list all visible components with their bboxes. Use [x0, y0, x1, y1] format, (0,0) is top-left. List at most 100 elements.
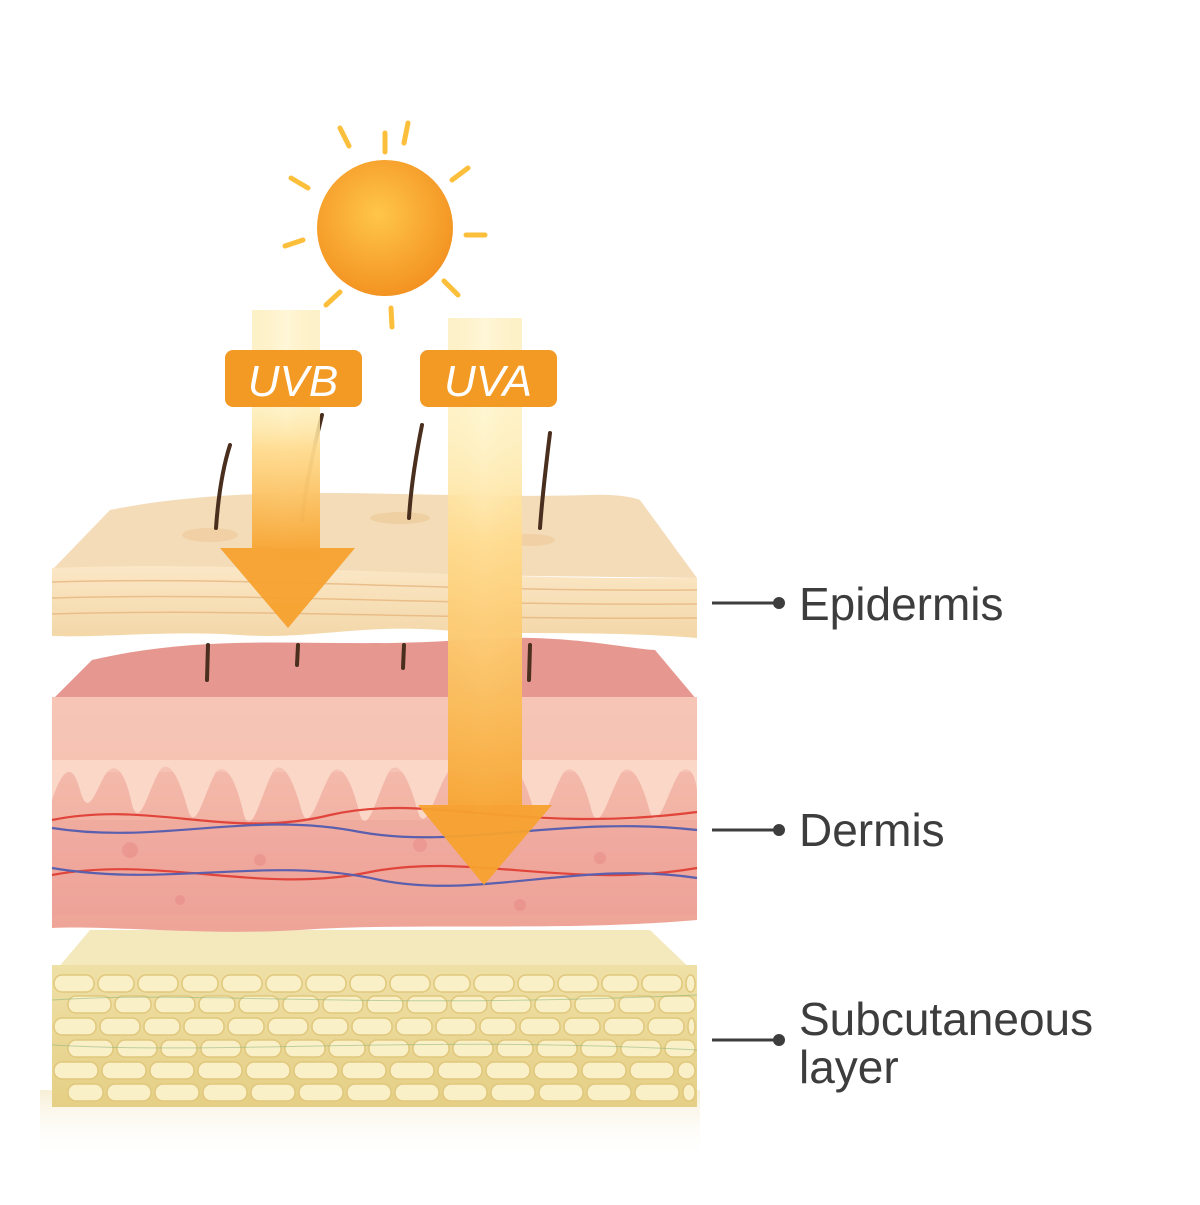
fat-cell: [435, 1017, 477, 1036]
fat-cell: [311, 1017, 349, 1036]
fat-cell: [282, 995, 320, 1014]
fat-cell: [349, 974, 387, 993]
fat-cell: [298, 1083, 344, 1102]
fat-cell: [116, 1039, 158, 1058]
fat-cell: [620, 1039, 662, 1058]
fat-cell: [538, 1083, 584, 1102]
fat-cell: [536, 1039, 578, 1058]
fat-cell: [601, 974, 639, 993]
fat-cell: [641, 974, 683, 993]
fat-cell: [450, 995, 488, 1014]
fat-cell: [322, 995, 364, 1014]
fat-cell: [114, 995, 152, 1014]
fat-cell: [517, 974, 555, 993]
fat-cell: [603, 1017, 645, 1036]
fat-cell: [197, 1061, 243, 1080]
fat-cell: [634, 1083, 680, 1102]
fat-cell: [53, 1061, 99, 1080]
fat-cell: [341, 1061, 387, 1080]
fat-cell: [685, 974, 696, 993]
fat-cell: [154, 1083, 200, 1102]
fat-cell: [677, 1061, 696, 1080]
fat-cell: [490, 995, 532, 1014]
fat-cell: [143, 1017, 181, 1036]
fat-cell: [534, 995, 572, 1014]
fat-cell: [581, 1061, 627, 1080]
fat-cell: [160, 1039, 198, 1058]
fat-cell: [198, 995, 236, 1014]
fat-cell: [586, 1083, 632, 1102]
fat-cell: [154, 995, 196, 1014]
fat-cell: [574, 995, 616, 1014]
fat-cell: [618, 995, 656, 1014]
fat-cell: [181, 974, 219, 993]
fat-cell: [149, 1061, 195, 1080]
fat-cell: [99, 1017, 141, 1036]
fat-cell: [658, 995, 696, 1014]
fat-cell: [265, 974, 303, 993]
uvb-ray-arrow: [220, 310, 355, 628]
subcutaneous-label-line2: layer: [799, 1041, 899, 1093]
fat-cell: [473, 974, 515, 993]
subcutaneous-callout: Subcutaneous layer: [712, 993, 1093, 1093]
fat-cell: [433, 974, 471, 993]
subcutaneous-label-line1: Subcutaneous: [799, 993, 1093, 1045]
fat-cell: [101, 1061, 147, 1080]
fat-cell: [53, 974, 95, 993]
fat-cell: [412, 1039, 450, 1058]
fat-cell: [202, 1083, 248, 1102]
fat-cell: [366, 995, 404, 1014]
fat-cell: [293, 1061, 339, 1080]
fat-cell: [346, 1083, 392, 1102]
fat-cell: [67, 1083, 104, 1102]
fat-cell: [284, 1039, 326, 1058]
fat-cell: [629, 1061, 675, 1080]
fat-cell: [137, 974, 179, 993]
subcutaneous-block: [40, 930, 700, 1160]
dermis-callout: Dermis: [712, 804, 945, 856]
fat-cell: [389, 974, 431, 993]
fat-cell: [221, 974, 263, 993]
uvb-label: UVB: [248, 357, 338, 406]
uva-label: UVA: [444, 357, 532, 406]
fat-cell: [183, 1017, 225, 1036]
fat-cell: [267, 1017, 309, 1036]
fat-cell: [490, 1083, 536, 1102]
dermis-block: [51, 637, 698, 932]
fat-cell: [395, 1017, 433, 1036]
dermis-leader-dot: [773, 824, 785, 836]
fat-cell: [351, 1017, 393, 1036]
fat-cell: [496, 1039, 534, 1058]
fat-cell: [406, 995, 448, 1014]
fat-cell: [305, 974, 347, 993]
fat-cell: [328, 1039, 366, 1058]
fat-cell: [97, 974, 135, 993]
fat-cell: [244, 1039, 282, 1058]
fat-cell: [437, 1061, 483, 1080]
fat-cell: [67, 1039, 114, 1058]
subcutaneous-leader-dot: [773, 1034, 785, 1046]
fat-cell: [647, 1017, 685, 1036]
fat-cell: [368, 1039, 410, 1058]
fat-cell: [238, 995, 280, 1014]
fat-cell: [442, 1083, 488, 1102]
fat-cell: [106, 1083, 152, 1102]
fat-cell: [479, 1017, 517, 1036]
fat-cell: [485, 1061, 531, 1080]
epidermis-leader-dot: [773, 597, 785, 609]
fat-cell: [53, 1017, 97, 1036]
dermis-label: Dermis: [799, 804, 945, 856]
fat-cell: [519, 1017, 561, 1036]
fat-cell: [200, 1039, 242, 1058]
fat-cell: [682, 1083, 696, 1102]
fat-cell: [250, 1083, 296, 1102]
fat-cell: [452, 1039, 494, 1058]
fat-cell: [563, 1017, 601, 1036]
fat-cell: [687, 1017, 696, 1036]
fat-cell: [557, 974, 599, 993]
epidermis-block: [51, 413, 698, 638]
fat-cell: [67, 995, 112, 1014]
epidermis-label: Epidermis: [799, 578, 1004, 630]
